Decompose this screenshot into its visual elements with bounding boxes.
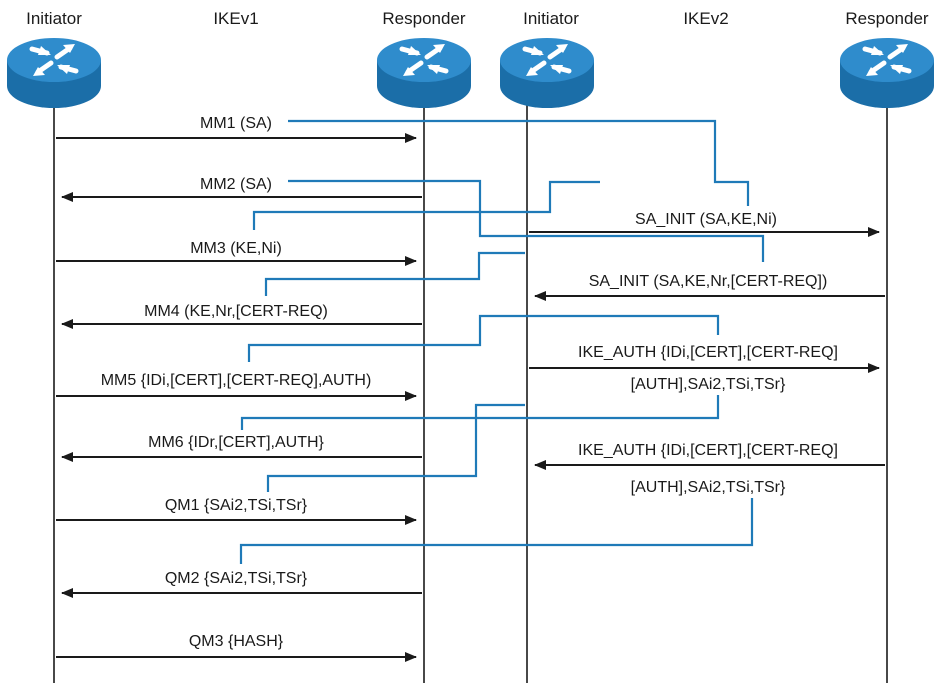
link-qm2-ike-auth <box>239 498 754 564</box>
label-mm3: MM3 (KE,Ni) <box>190 240 282 257</box>
router-icon <box>500 38 594 108</box>
label-sa-init-request: SA_INIT (SA,KE,Ni) <box>635 211 777 228</box>
label-mm1: MM1 (SA) <box>200 115 272 132</box>
link-mm2-sa-init <box>288 179 765 262</box>
label-mm4: MM4 (KE,Nr,[CERT-REQ) <box>144 303 328 320</box>
header-initiator-ikev2: Initiator <box>523 9 579 28</box>
link-mm3-sa-init <box>252 180 600 230</box>
label-mm6: MM6 {IDr,[CERT],AUTH} <box>148 434 324 451</box>
ikev2-messages <box>529 227 885 470</box>
label-ike-auth-response-line1: IKE_AUTH {IDi,[CERT],[CERT-REQ] <box>578 442 838 459</box>
header-ikev2: IKEv2 <box>683 9 728 28</box>
router-icon <box>377 38 471 108</box>
router-icon <box>7 38 101 108</box>
link-mm1-sa-init <box>288 119 750 206</box>
header-ikev1: IKEv1 <box>213 9 258 28</box>
link-mm5-ike-auth <box>247 314 720 362</box>
link-mm6-ike-auth <box>240 395 720 430</box>
router-icon <box>840 38 934 108</box>
header-responder-ikev1: Responder <box>382 9 466 28</box>
label-qm3: QM3 {HASH} <box>189 633 284 650</box>
link-qm1-ike-auth <box>266 403 525 492</box>
link-mm4-sa-init <box>264 251 525 296</box>
mapping-links <box>239 119 765 564</box>
label-mm5: MM5 {IDi,[CERT],[CERT-REQ],AUTH) <box>101 372 372 389</box>
label-qm1: QM1 {SAi2,TSi,TSr} <box>165 497 308 514</box>
header-initiator-ikev1: Initiator <box>26 9 82 28</box>
ikev1-messages <box>56 133 422 662</box>
label-qm2: QM2 {SAi2,TSi,TSr} <box>165 570 308 587</box>
header-responder-ikev2: Responder <box>845 9 929 28</box>
label-mm2: MM2 (SA) <box>200 176 272 193</box>
label-ike-auth-response-line2: [AUTH],SAi2,TSi,TSr} <box>631 479 786 496</box>
label-ike-auth-request-line1: IKE_AUTH {IDi,[CERT],[CERT-REQ] <box>578 344 838 361</box>
label-ike-auth-request-line2: [AUTH],SAi2,TSi,TSr} <box>631 376 786 393</box>
label-sa-init-response: SA_INIT (SA,KE,Nr,[CERT-REQ]) <box>589 273 828 290</box>
